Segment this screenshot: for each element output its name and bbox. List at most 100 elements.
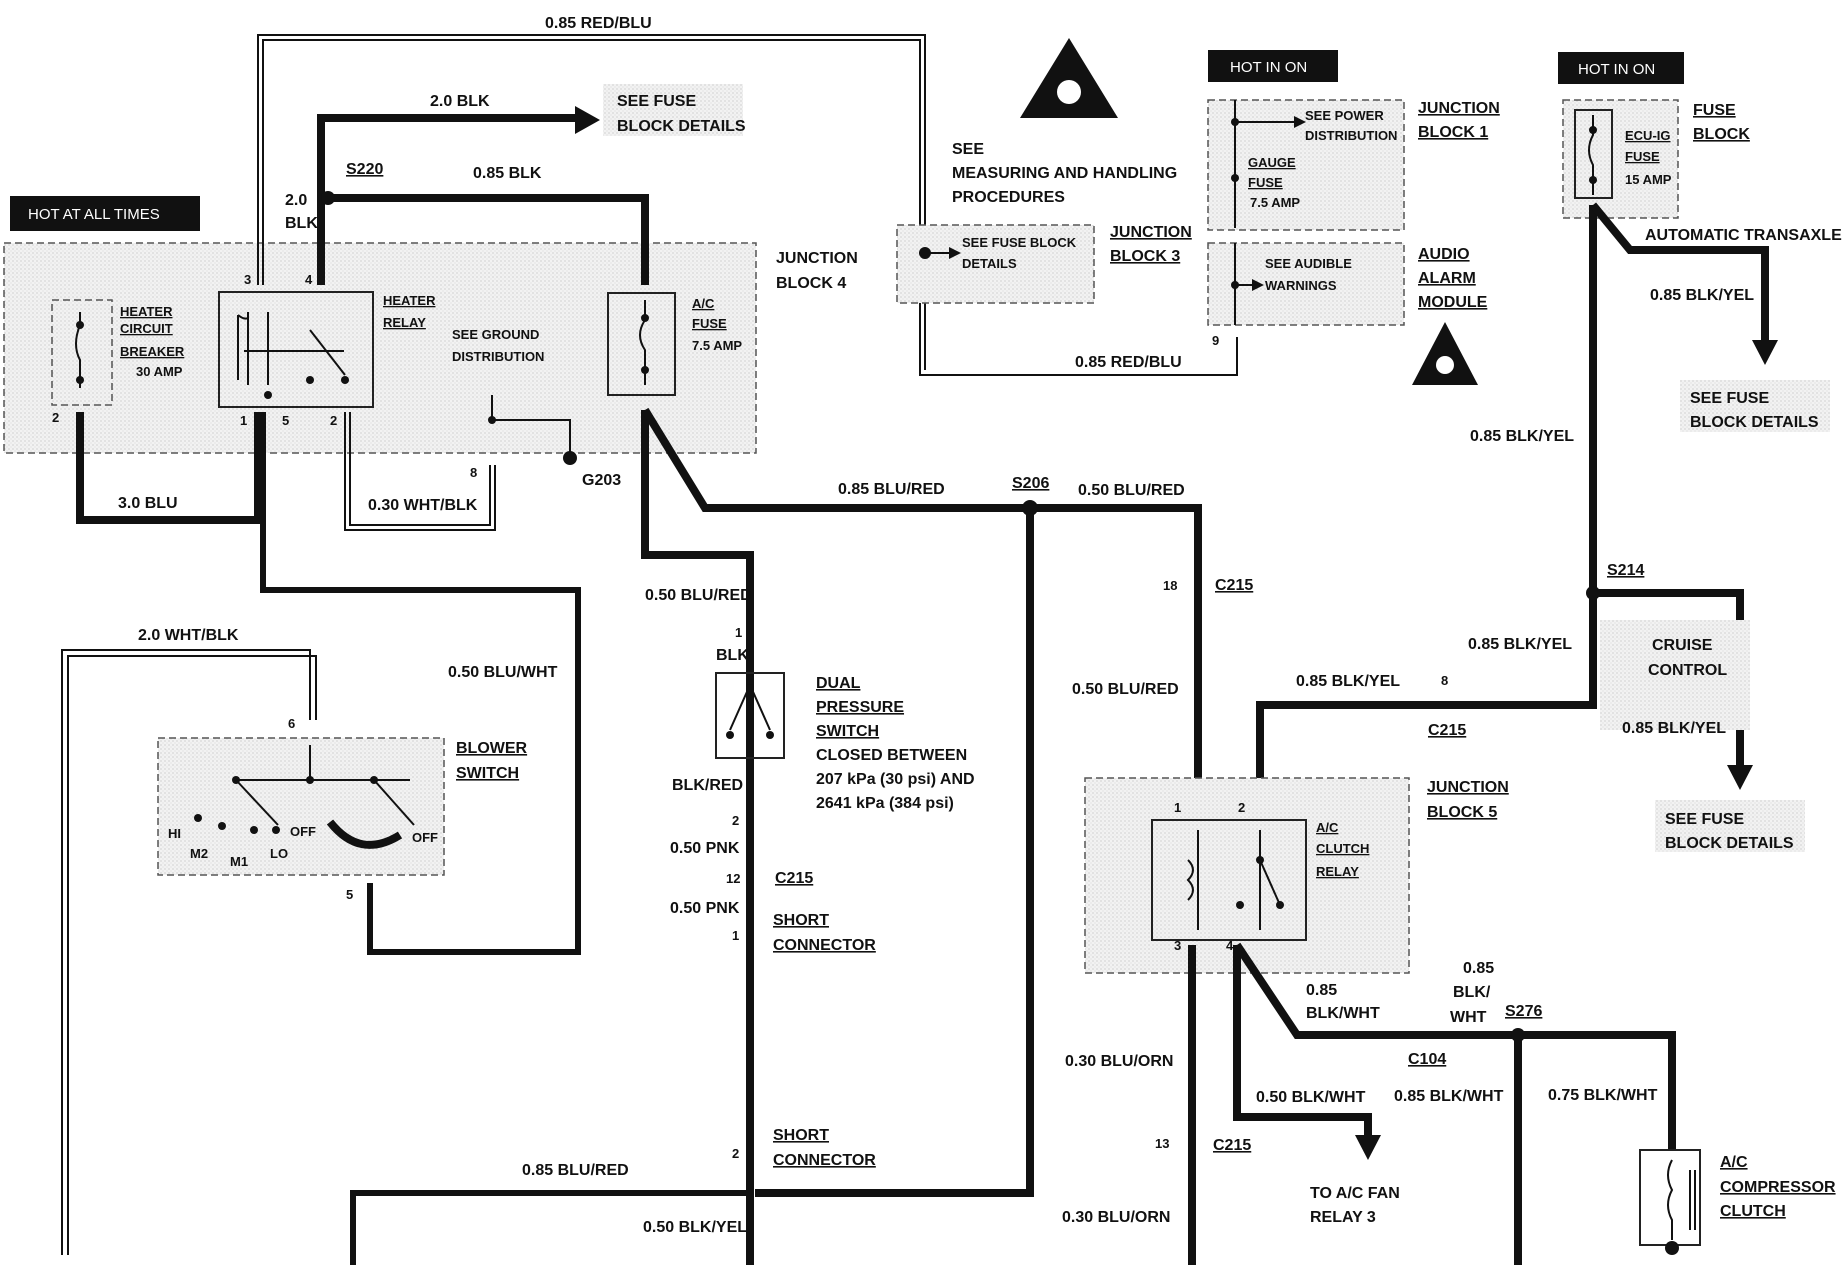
esd-symbol-1 [1020,38,1118,118]
svg-text:BLOCK DETAILS: BLOCK DETAILS [1690,414,1819,431]
svg-text:CLUTCH: CLUTCH [1316,841,1369,856]
heater-relay: HEATER RELAY [218,291,436,408]
label-s206: S206 [1012,475,1049,492]
label-030-wht-blk: 0.30 WHT/BLK [368,497,478,514]
svg-text:BLOCK 1: BLOCK 1 [1418,124,1488,141]
dual-pressure-switch: DUAL PRESSURE SWITCH CLOSED BETWEEN 207 … [715,672,975,812]
wire-030-wht-blk [344,412,496,531]
junction-block-3: SEE FUSE BLOCK DETAILS JUNCTION BLOCK 3 [896,224,1192,304]
label-085-blk-wht-b3: WHT [1450,1009,1487,1026]
svg-text:15 AMP: 15 AMP [1625,172,1672,187]
junction-block-4-area [3,242,757,454]
pin-breaker-2: 2 [52,410,59,425]
label-085-blk-yel-c: 0.85 BLK/YEL [1468,636,1572,653]
measuring-handling-note: SEE MEASURING AND HANDLING PROCEDURES [952,141,1177,206]
svg-text:SWITCH: SWITCH [816,723,879,740]
pin-relay-4: 4 [305,272,313,287]
svg-text:A/C: A/C [1720,1154,1748,1171]
svg-text:SEE POWER: SEE POWER [1305,108,1384,123]
label-c215-c: C215 [1215,577,1253,594]
svg-text:SEE FUSE: SEE FUSE [617,93,696,110]
ground-g203 [563,451,577,465]
label-050-pnk-b: 0.50 PNK [670,900,740,917]
label-050-blk-wht: 0.50 BLK/WHT [1256,1089,1366,1106]
svg-text:BLOCK 4: BLOCK 4 [776,275,846,292]
svg-text:BLOCK 3: BLOCK 3 [1110,248,1180,265]
svg-text:CONNECTOR: CONNECTOR [773,937,876,954]
label-085-blk-wht-a1: 0.85 [1306,982,1337,999]
wire-085-blu-red-a [641,407,1030,512]
wire-085-blk-yel-trunk [1256,205,1597,810]
label-030-blu-orn-a: 0.30 BLU/ORN [1065,1053,1173,1070]
svg-text:HEATER: HEATER [120,304,173,319]
pin-c215-12: 12 [726,871,740,886]
see-fuse-block-details-r2: SEE FUSE BLOCK DETAILS [1655,800,1805,852]
see-fuse-block-details-r1: SEE FUSE BLOCK DETAILS [1680,380,1830,432]
label-085-blk-wht-a2: BLK/WHT [1306,1005,1380,1022]
pin-aam-9: 9 [1212,333,1219,348]
label-s276: S276 [1505,1003,1542,1020]
svg-text:RELAY 3: RELAY 3 [1310,1209,1376,1226]
label-075-blk-wht: 0.75 BLK/WHT [1548,1087,1658,1104]
pin-relay-1: 1 [240,413,247,428]
label-g203: G203 [582,472,621,489]
svg-text:JUNCTION: JUNCTION [1427,779,1509,796]
svg-text:MEASURING AND HANDLING: MEASURING AND HANDLING [952,165,1177,182]
svg-text:SHORT: SHORT [773,912,829,929]
svg-text:207 kPa (30 psi) AND: 207 kPa (30 psi) AND [816,771,975,788]
svg-text:WARNINGS: WARNINGS [1265,278,1337,293]
label-c104: C104 [1408,1051,1446,1068]
svg-text:ECU-IG: ECU-IG [1625,128,1671,143]
label-blk: BLK [716,647,749,664]
svg-text:JUNCTION: JUNCTION [776,250,858,267]
hot-at-all-times-tag: HOT AT ALL TIMES [10,196,200,231]
svg-text:SEE FUSE: SEE FUSE [1665,811,1744,828]
label-blk-red: BLK/RED [672,777,743,794]
svg-text:SEE GROUND: SEE GROUND [452,327,539,342]
pin-blower-6: 6 [288,716,295,731]
label-auto-transaxle: AUTOMATIC TRANSAXLE [1645,227,1842,244]
label-030-blu-orn-b: 0.30 BLU/ORN [1062,1209,1170,1226]
wire-085-blk-wht [1233,942,1518,1039]
svg-text:BREAKER: BREAKER [120,344,185,359]
audio-alarm-module: SEE AUDIBLE WARNINGS AUDIO ALARM MODULE [1207,242,1488,326]
svg-text:BLOWER: BLOWER [456,740,528,757]
svg-text:RELAY: RELAY [1316,864,1359,879]
wire-050-blu-red-main [641,410,754,625]
label-085-blk-wht-b1: 0.85 [1463,960,1494,977]
wire-085-blu-red-b [755,508,1034,1197]
svg-text:GAUGE: GAUGE [1248,155,1296,170]
svg-text:CRUISE: CRUISE [1652,637,1713,654]
label-20-blk-top: 2.0 BLK [430,93,490,110]
svg-text:TO A/C FAN: TO A/C FAN [1310,1185,1400,1202]
short-connector-1: SHORT CONNECTOR [773,912,876,954]
svg-text:SEE: SEE [952,141,984,158]
svg-text:CONNECTOR: CONNECTOR [773,1152,876,1169]
svg-text:OFF: OFF [290,824,316,839]
svg-text:SEE FUSE: SEE FUSE [1690,390,1769,407]
heater-circuit-breaker: HEATER CIRCUIT BREAKER 30 AMP [51,299,185,406]
label-s220: S220 [346,161,383,178]
label-050-blu-red-b: 0.50 BLU/RED [645,587,752,604]
ac-clutch-relay: A/C CLUTCH RELAY [1151,819,1369,941]
svg-text:BLOCK: BLOCK [1693,126,1750,143]
short-connector-2: SHORT CONNECTOR [773,1127,876,1169]
wire-30-blu [76,412,262,524]
svg-text:M1: M1 [230,854,248,869]
svg-text:BLOCK DETAILS: BLOCK DETAILS [617,118,746,135]
see-fuse-block-details-top: SEE FUSE BLOCK DETAILS [603,84,746,136]
svg-text:LO: LO [270,846,288,861]
ac-compressor-clutch: A/C COMPRESSOR CLUTCH [1639,1149,1836,1255]
wire-085-blk [328,194,649,285]
pin-c215-13: 13 [1155,1136,1169,1151]
svg-text:BLOCK DETAILS: BLOCK DETAILS [1665,835,1794,852]
fuse-block: ECU-IG FUSE 15 AMP FUSE BLOCK [1562,99,1750,219]
label-c215-d: C215 [1213,1137,1251,1154]
blower-switch[interactable]: HI M2 M1 LO OFF OFF BLOWER SWITCH [157,737,528,876]
cruise-control-note: CRUISE CONTROL [1600,620,1750,730]
label-050-blu-red-a: 0.50 BLU/RED [1078,482,1185,499]
svg-text:CIRCUIT: CIRCUIT [120,321,173,336]
wire-20-blk-top [317,114,580,285]
svg-text:HOT AT ALL TIMES: HOT AT ALL TIMES [28,206,160,223]
